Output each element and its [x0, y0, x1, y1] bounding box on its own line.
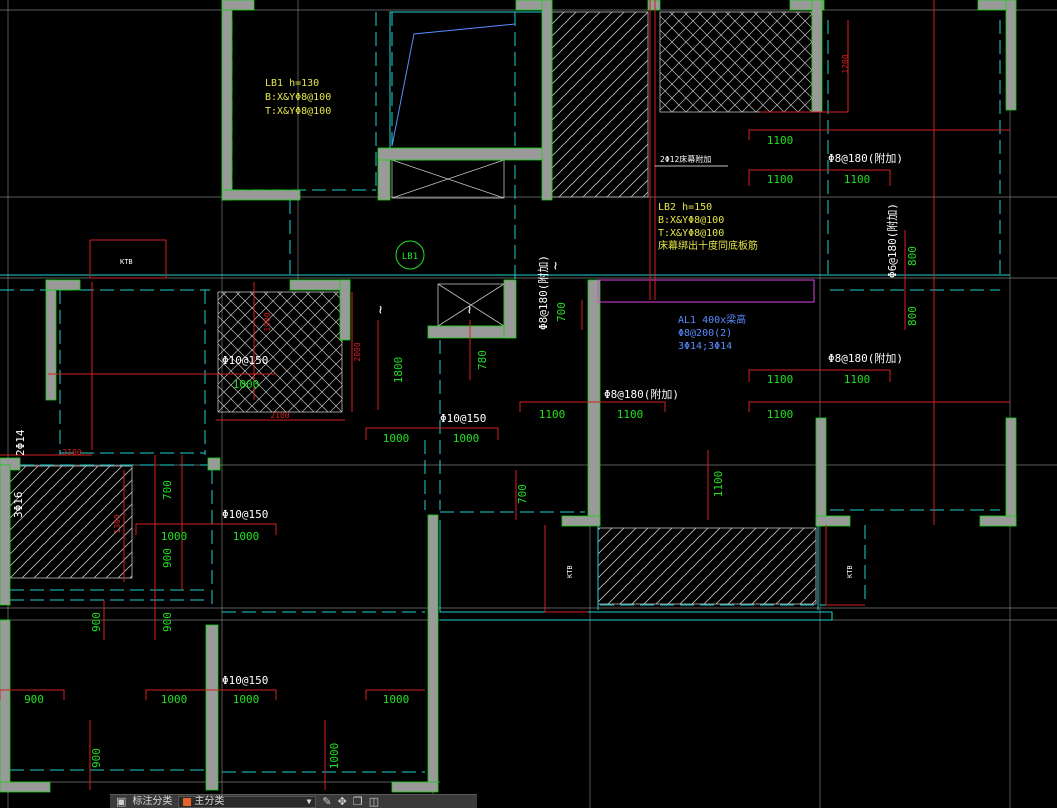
- rebar-label-vertical: Φ8@180(附加): [536, 255, 550, 330]
- dim-800: 800: [906, 306, 919, 326]
- dim-1000: 1000: [161, 530, 188, 543]
- rebar-label-vertical: Φ6@180(附加): [885, 203, 899, 278]
- dim-780: 780: [476, 350, 489, 370]
- squiggle-mark: ~: [548, 262, 564, 270]
- dim-1000: 1000: [383, 432, 410, 445]
- rebar-label: Φ10@150: [222, 674, 268, 687]
- dim-1000: 1000: [233, 530, 260, 543]
- dim-2100: 2100: [270, 411, 289, 420]
- dim-1100: 1100: [712, 471, 725, 498]
- rebar-label: Φ10@150: [222, 354, 268, 367]
- dim-900: 900: [90, 748, 103, 768]
- dim-1000: 1000: [453, 432, 480, 445]
- lb2-line-4: 床幕绑出十度同底板筋: [658, 239, 758, 252]
- category-dropdown-value: 主分类: [194, 795, 225, 807]
- ktb-label: KTB: [120, 258, 133, 266]
- dim-1100: 1100: [844, 173, 871, 186]
- leader-line: [391, 23, 516, 147]
- structural-walls: [0, 0, 1017, 793]
- dim-1100: 1100: [767, 373, 794, 386]
- lb1-line-2: B:X&YΦ8@100: [265, 92, 331, 103]
- ktb-label: KTB: [566, 565, 574, 578]
- dim-2000: 2000: [353, 342, 362, 361]
- annotation-toolbar: ▣ 标注分类 主分类 ▼ ✎ ✥ ❐ ◫: [110, 794, 477, 808]
- squiggle-mark: ~: [373, 306, 389, 314]
- dim-800: 800: [906, 246, 919, 266]
- dim-900: 900: [24, 693, 44, 706]
- lb2-line-2: B:X&YΦ8@100: [658, 215, 724, 226]
- category-dropdown[interactable]: 主分类 ▼: [178, 795, 317, 808]
- al1-line-3: 3Φ14;3Φ14: [678, 341, 732, 352]
- dimension-numbers-red: 2100 2100 2000 1900 1300 1200: [62, 54, 850, 533]
- rebar-label: Φ8@180(附加): [604, 387, 679, 401]
- dim-1100: 1100: [767, 134, 794, 147]
- dimension-numbers-green: 1100 1100 1100 1100 1100 1100 1100 1100 …: [24, 134, 919, 769]
- rebar-dimension-lines: [0, 0, 1010, 790]
- database-icon[interactable]: ◫: [368, 794, 380, 808]
- move-icon[interactable]: ✥: [337, 794, 347, 808]
- copy-icon[interactable]: ❐: [352, 794, 363, 808]
- lb2-line-3: T:X&YΦ8@100: [658, 228, 724, 239]
- note-2phi12: 2Φ12床幕附加: [660, 154, 711, 164]
- dim-1800: 1800: [392, 357, 405, 384]
- rebar-label: Φ8@180(附加): [828, 151, 903, 165]
- dim-1100: 1100: [539, 408, 566, 421]
- view-icon[interactable]: ▣: [116, 794, 127, 808]
- dim-900: 900: [90, 612, 103, 632]
- lb1-line-3: T:X&YΦ8@100: [265, 106, 331, 117]
- ktb-label: KTB: [846, 565, 854, 578]
- rebar-label: Φ8@180(附加): [828, 351, 903, 365]
- rebar-label: Φ10@150: [222, 508, 268, 521]
- dim-1100: 1100: [844, 373, 871, 386]
- squiggle-mark: ~: [462, 306, 478, 314]
- dashed-beam-lines: [0, 12, 1001, 773]
- color-swatch: [183, 797, 192, 806]
- al1-beam-outline: [597, 279, 815, 303]
- dim-1900: 1900: [263, 312, 272, 331]
- lb1-tag-text: LB1: [402, 252, 418, 262]
- dim-1000: 1000: [383, 693, 410, 706]
- al1-line-2: Φ8@200(2): [678, 328, 732, 339]
- dim-2100: 2100: [62, 448, 81, 457]
- lb1-annotation: LB1 h=130 B:X&YΦ8@100 T:X&YΦ8@100: [265, 78, 331, 117]
- dim-700: 700: [555, 302, 568, 322]
- toolbar-category-label: 标注分类: [132, 795, 173, 807]
- lb1-tag-circle: [395, 240, 425, 270]
- dim-1100: 1100: [617, 408, 644, 421]
- dim-1100: 1100: [767, 173, 794, 186]
- dim-1300: 1300: [113, 514, 122, 533]
- dim-900: 900: [161, 612, 174, 632]
- lb2-line-1: LB2 h=150: [658, 202, 712, 213]
- rebar-label-vertical: 3Φ16: [12, 492, 25, 519]
- dim-1000: 1000: [233, 693, 260, 706]
- rebar-label: Φ10@150: [440, 412, 486, 425]
- lb2-annotation: LB2 h=150 B:X&YΦ8@100 T:X&YΦ8@100 床幕绑出十度…: [658, 202, 758, 252]
- dim-1000: 1000: [161, 693, 188, 706]
- al1-line-1: AL1 400x梁高: [678, 313, 746, 326]
- dim-1100: 1100: [767, 408, 794, 421]
- chevron-down-icon: ▼: [306, 797, 312, 806]
- rebar-label-vertical: 2Φ14: [14, 429, 27, 456]
- dim-700: 700: [161, 480, 174, 500]
- dim-1000: 1000: [233, 378, 260, 391]
- hatched-regions: [9, 11, 817, 605]
- dim-1200: 1200: [841, 54, 850, 73]
- rebar-labels: Φ8@180(附加) Φ8@180(附加) Φ8@180(附加) Φ10@150…: [12, 151, 903, 687]
- pencil-icon[interactable]: ✎: [322, 794, 332, 808]
- dim-1000: 1000: [328, 743, 341, 770]
- dim-900: 900: [161, 548, 174, 568]
- lb1-line-1: LB1 h=130: [265, 78, 319, 89]
- dim-700: 700: [516, 484, 529, 504]
- al1-annotation: AL1 400x梁高 Φ8@200(2) 3Φ14;3Φ14: [678, 313, 746, 352]
